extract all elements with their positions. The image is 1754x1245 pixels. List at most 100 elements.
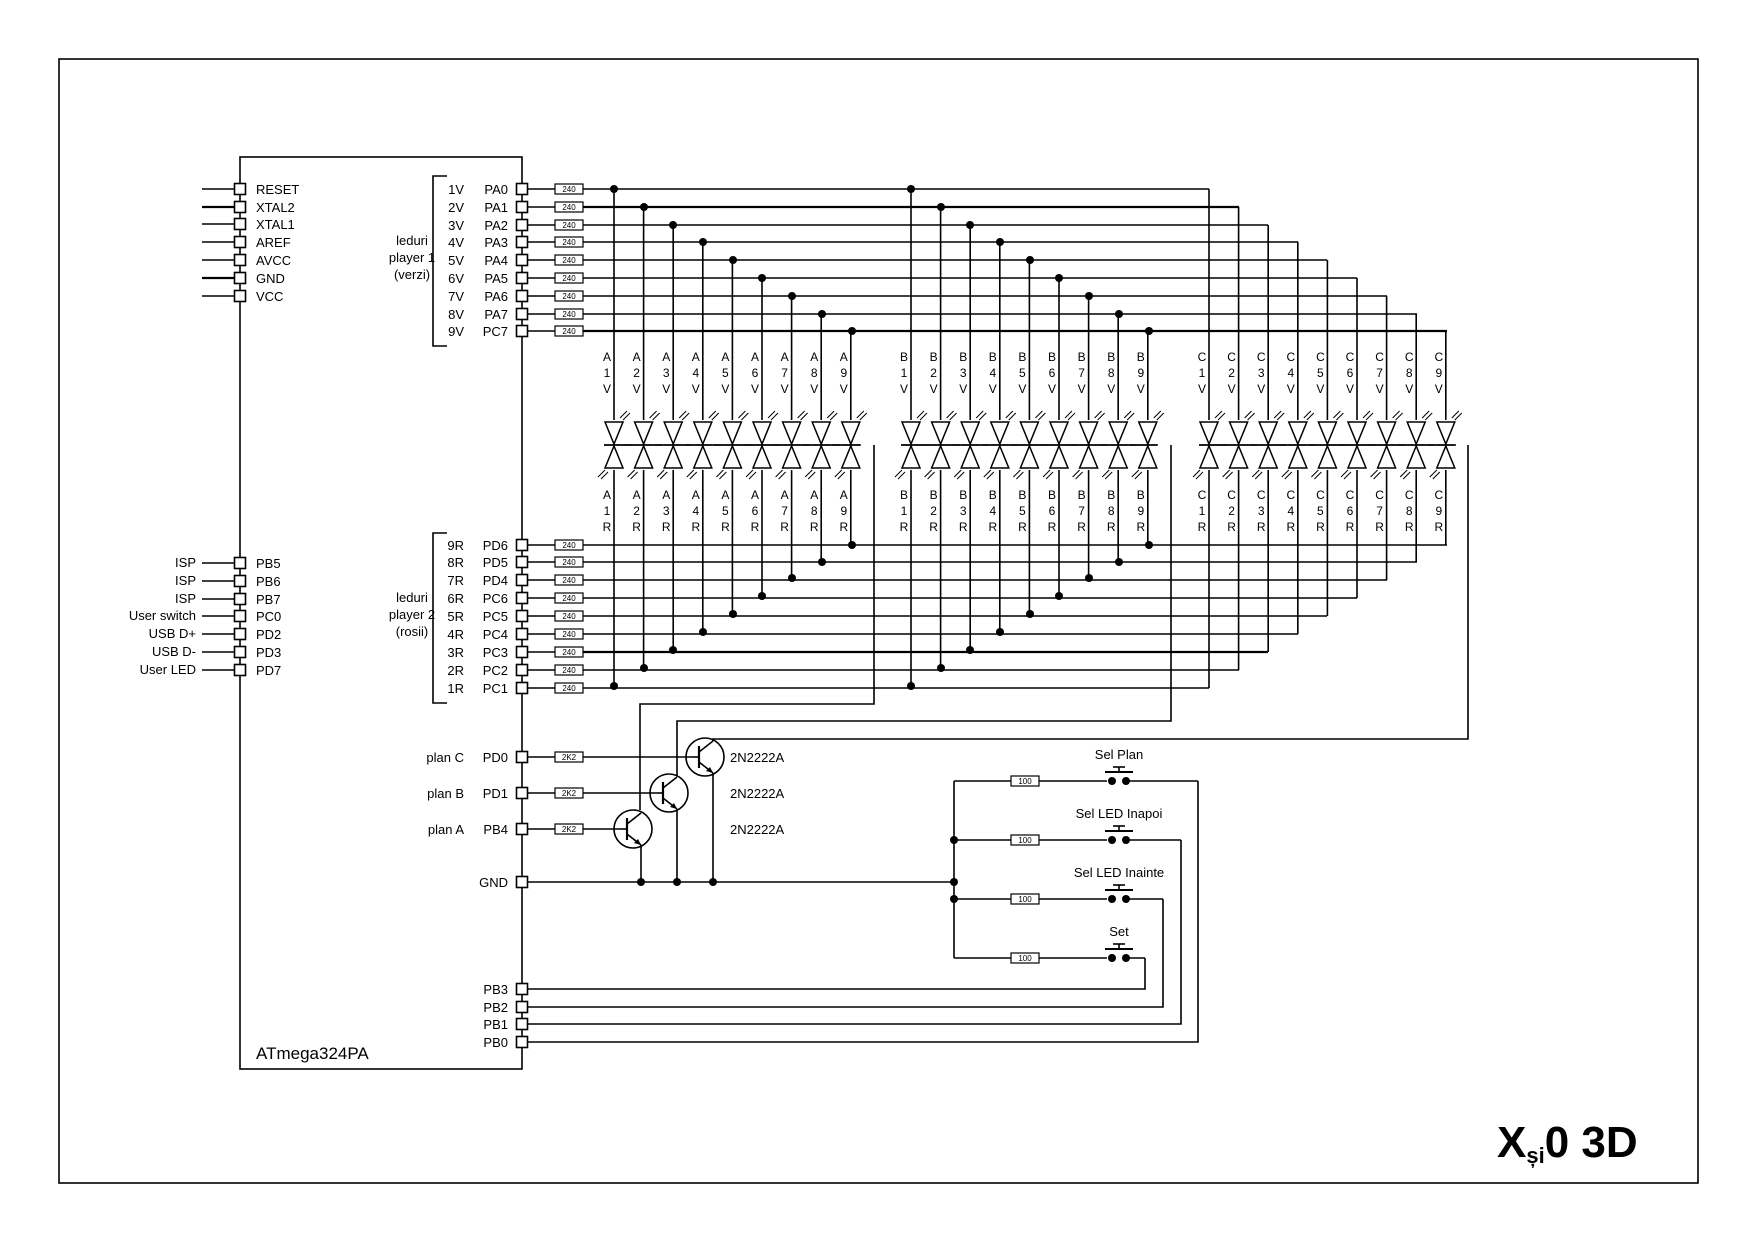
led-label-top: B [1018,350,1026,364]
junction-dot [1115,310,1123,318]
led-label-bottom: C [1227,488,1236,502]
pin-name: PA0 [484,182,508,197]
net-name: 3V [448,218,464,233]
plane-b-collector [676,445,1172,776]
button-to-pin [528,840,1182,1025]
resistor-value: 240 [562,274,576,283]
led-label-bottom: A [781,488,789,502]
net-name: 3R [447,645,464,660]
led-label-top: 7 [1376,366,1383,380]
led-arrow [652,412,660,421]
led-arrow [711,412,720,421]
led-triangle [1406,421,1427,446]
pin-box [515,663,529,677]
led-arrow [975,410,984,419]
resistor-value: 240 [562,203,576,212]
pin-box [515,307,529,321]
junction-dot [610,682,618,690]
led-arrow [1340,469,1349,478]
pin-box [515,555,529,569]
led-label-top: C [1375,350,1384,364]
junction-dot [1108,954,1116,962]
net-name: 8V [448,307,464,322]
led-arrow [1153,410,1162,419]
junction-dot [637,878,645,886]
junction-dot [1055,592,1063,600]
led-triangle [1228,421,1249,446]
led-label-bottom: A [810,488,818,502]
junction-dot [1085,574,1093,582]
led-arrow [1064,410,1073,419]
led-arrow [807,471,816,480]
title-rest: 0 3D [1545,1118,1638,1167]
net-name: 8R [447,555,464,570]
led-triangle [633,444,654,469]
led-label-bottom: 3 [663,504,670,518]
led-triangle [692,444,713,469]
led-label-bottom: C [1286,488,1295,502]
left-pin-function: ISP [175,591,196,606]
led-triangle [1198,444,1220,469]
led-arrow [1035,410,1043,419]
led-arrow [1424,412,1433,421]
led-arrow [986,471,995,480]
pin-box [515,1000,529,1014]
transistor-body [649,773,689,813]
led-arrow [797,410,805,419]
led-label-top: V [1376,382,1384,396]
pin-box [233,609,247,623]
transistor-body [685,737,725,777]
resistor-value: 100 [1018,954,1032,963]
led-label-bottom: R [1316,520,1325,534]
led-triangle [811,421,832,446]
left-pin-name: XTAL2 [256,200,295,215]
led-label-bottom: C [1375,488,1384,502]
led-arrow [949,412,957,421]
resistor-value: 240 [562,612,576,621]
pin-box [233,235,247,249]
led-label-bottom: R [632,520,641,534]
led-label-top: C [1434,350,1443,364]
led-label-top: C [1227,350,1236,364]
led-label-top: V [692,382,700,396]
junction-dot [937,203,945,211]
pin-name: PC2 [483,663,508,678]
pin-name: PC7 [483,324,508,339]
led-label-bottom: 5 [1019,504,1026,518]
led-label-bottom: 6 [1347,504,1354,518]
left-pin-name: RESET [256,182,299,197]
led-label-bottom: 5 [1317,504,1324,518]
title-x: X [1497,1118,1526,1167]
plane-label: plan C [426,750,464,765]
led-arrow [656,469,665,478]
pin-box [515,786,529,800]
resistor-value: 240 [562,292,576,301]
led-arrow [741,412,749,421]
led-label-bottom: A [662,488,670,502]
led-label-bottom: R [810,520,819,534]
pin-name: PC5 [483,609,508,624]
pin-box [515,1035,529,1049]
junction-dot [673,878,681,886]
junction-dot [1115,558,1123,566]
resistor-value: 100 [1018,895,1032,904]
button-label: Sel Plan [1095,747,1143,762]
net-name: 9R [447,538,464,553]
led-triangle [1287,421,1308,446]
led-label-top: V [1346,382,1354,396]
led-label-bottom: R [1136,520,1145,534]
net-name: 6R [447,591,464,606]
led-label-top: V [751,382,759,396]
transistor-arrow [706,767,713,773]
led-arrow [1343,471,1352,480]
led-label-bottom: B [900,488,908,502]
pin-box [515,200,529,214]
led-label-bottom: R [1018,520,1027,534]
group1-label: (verzi) [394,267,430,282]
led-arrow [1451,410,1460,419]
junction-dot [788,574,796,582]
led-label-bottom: 7 [1078,504,1085,518]
led-arrow [1365,412,1374,421]
junction-dot [758,274,766,282]
led-arrow [897,471,906,480]
